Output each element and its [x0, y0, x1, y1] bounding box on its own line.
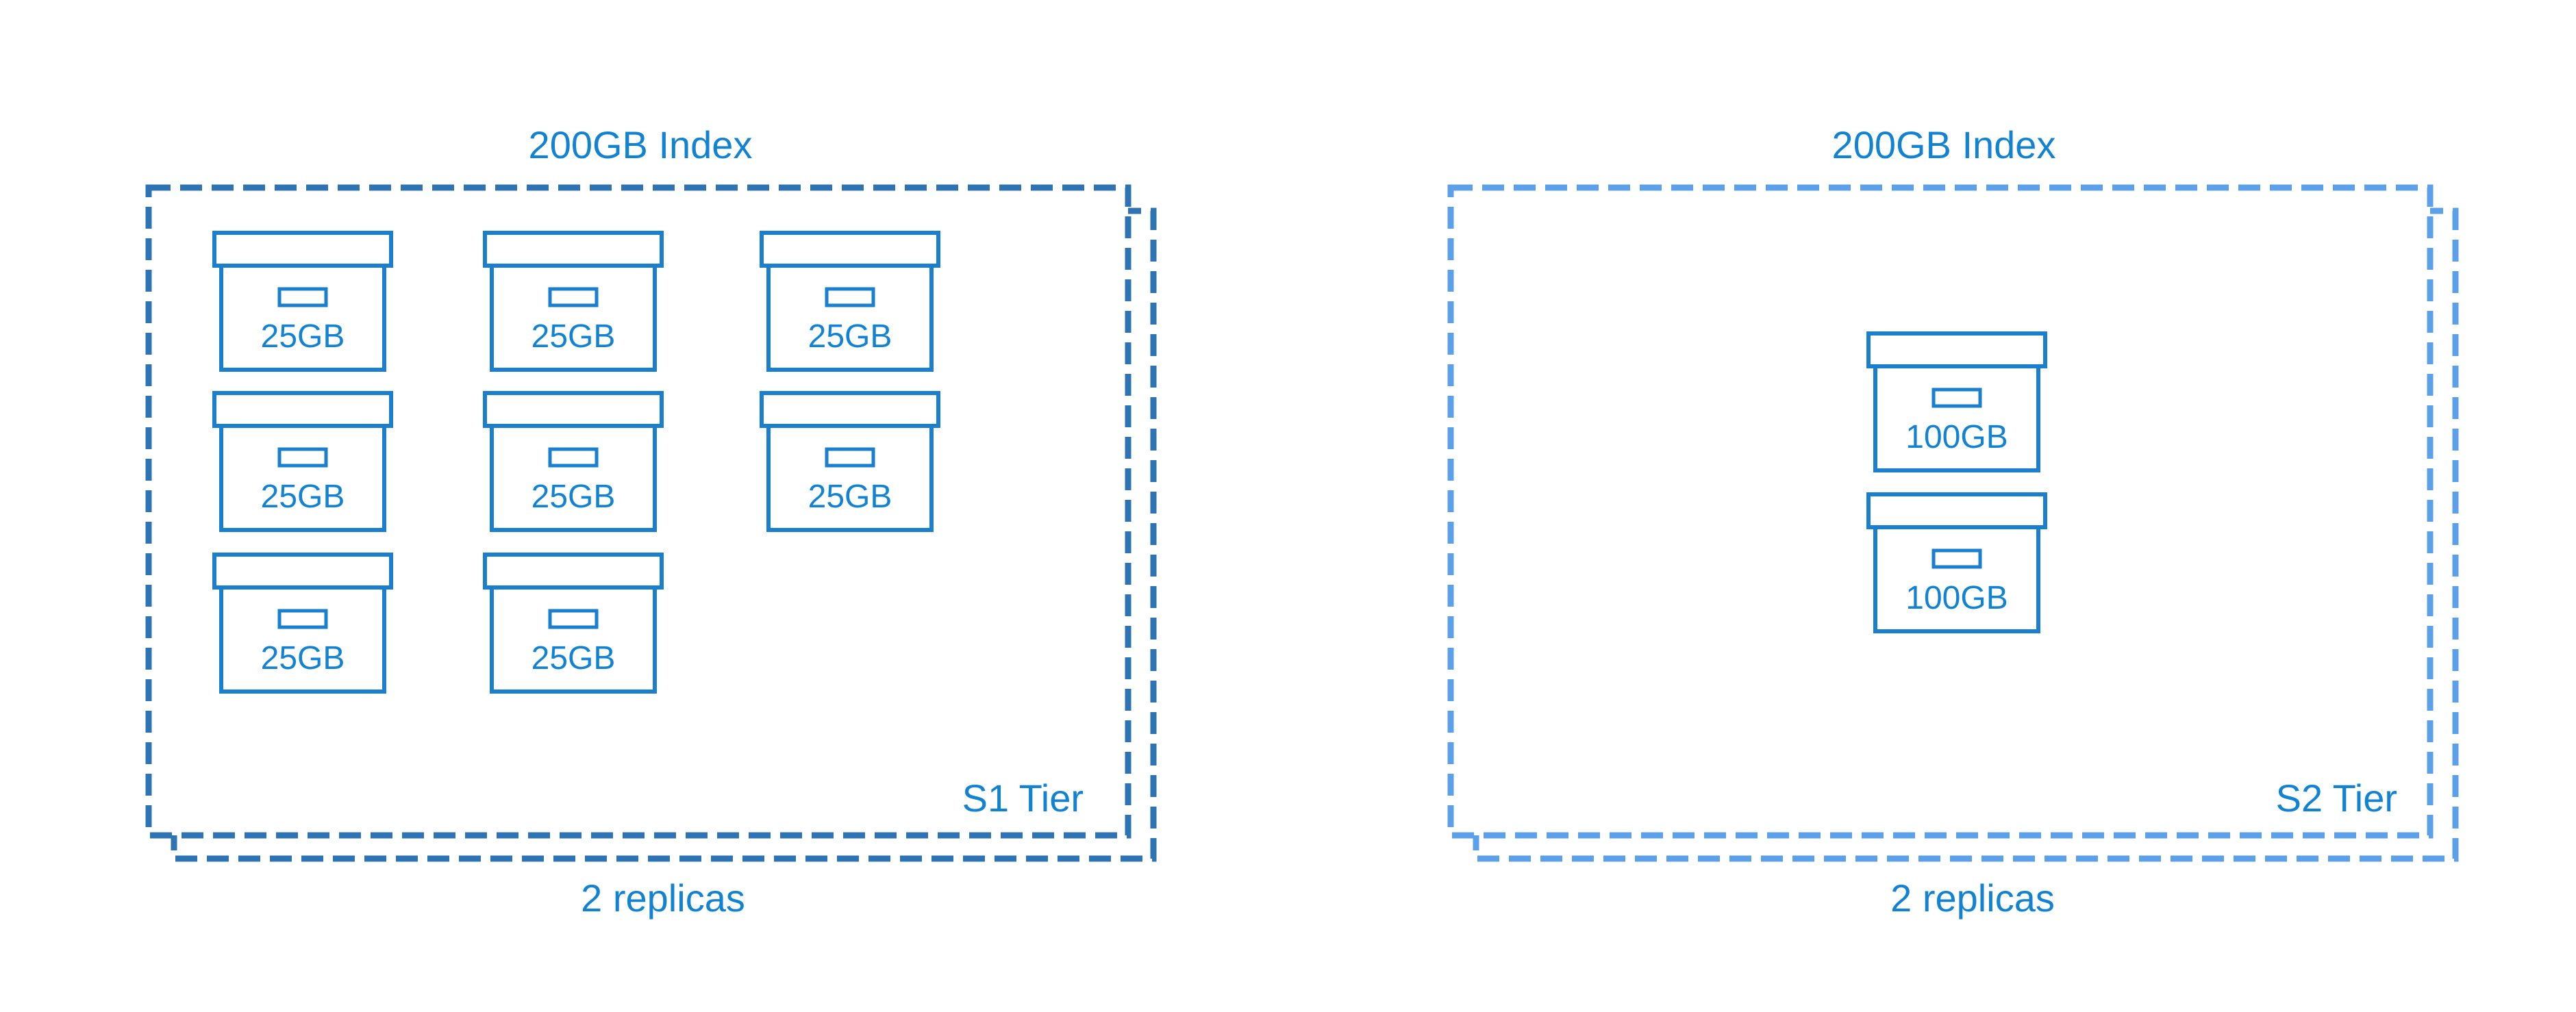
- box-body: [219, 264, 386, 372]
- s1-partition-size-label: 25GB: [808, 318, 892, 355]
- s1-tier-label: S1 Tier: [962, 776, 1084, 820]
- box-handle: [548, 609, 599, 629]
- box-handle: [1931, 548, 1982, 569]
- archive-box-icon: [212, 391, 393, 532]
- archive-box-icon: [1866, 331, 2047, 472]
- archive-box-icon: [483, 391, 664, 532]
- box-body: [490, 424, 657, 532]
- box-body: [490, 264, 657, 372]
- box-handle: [825, 447, 875, 468]
- s1-partition-size-label: 25GB: [260, 318, 345, 355]
- s2-partition-size-label: 100GB: [1905, 419, 2008, 455]
- box-body: [219, 424, 386, 532]
- box-body: [766, 264, 934, 372]
- box-body: [490, 585, 657, 694]
- archive-box-icon: [212, 231, 393, 372]
- s2-tier-label: S2 Tier: [2275, 776, 2397, 820]
- s2-replica-front-frame: [1447, 184, 2434, 839]
- box-handle: [548, 447, 599, 468]
- s2-index-label: 200GB Index: [1831, 123, 2056, 166]
- s1-partition-size-label: 25GB: [531, 318, 616, 355]
- partition-boxes: [212, 231, 2047, 694]
- box-handle: [1931, 388, 1982, 408]
- s2-partition-size-label: 100GB: [1905, 580, 2008, 616]
- archive-box-icon: [1866, 492, 2047, 633]
- box-body: [1873, 525, 2040, 633]
- box-handle: [825, 287, 875, 307]
- box-handle: [548, 287, 599, 307]
- s1-partition-size-label: 25GB: [260, 479, 345, 515]
- archive-box-icon: [760, 231, 940, 372]
- box-handle: [277, 447, 328, 468]
- s1-replicas-label: 2 replicas: [581, 876, 745, 920]
- archive-box-icon: [483, 553, 664, 694]
- s1-partition-size-label: 25GB: [260, 640, 345, 676]
- s1-partition-size-label: 25GB: [531, 479, 616, 515]
- box-body: [1873, 364, 2040, 472]
- s2-replica-frames: [1447, 184, 2459, 862]
- archive-box-icon: [212, 553, 393, 694]
- archive-box-icon: [483, 231, 664, 372]
- box-body: [766, 424, 934, 532]
- box-body: [219, 585, 386, 694]
- s1-replica-frames: [145, 184, 1157, 862]
- s1-replica-front-frame: [145, 184, 1131, 839]
- archive-box-icon: [760, 391, 940, 532]
- s1-index-label: 200GB Index: [528, 123, 753, 166]
- box-handle: [277, 287, 328, 307]
- box-handle: [277, 609, 328, 629]
- s2-replicas-label: 2 replicas: [1890, 876, 2055, 920]
- s1-partition-size-label: 25GB: [531, 640, 616, 676]
- s1-partition-size-label: 25GB: [808, 479, 892, 515]
